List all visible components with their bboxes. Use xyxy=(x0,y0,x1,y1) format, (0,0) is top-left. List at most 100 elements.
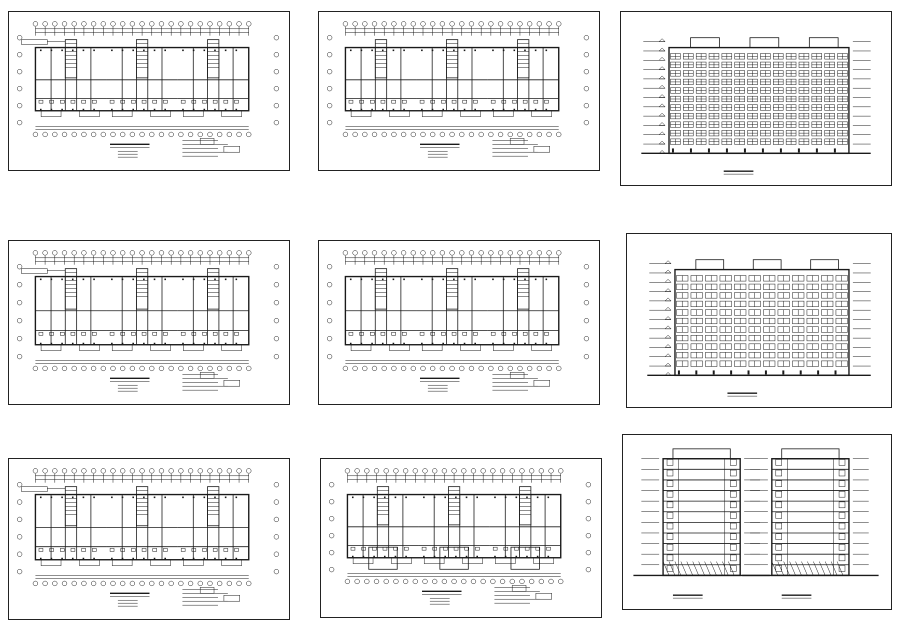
grid-bubble xyxy=(449,131,455,138)
grid-bubble xyxy=(381,365,387,372)
column-mark xyxy=(463,342,466,345)
grid-bubble xyxy=(461,578,467,585)
grid-bubble xyxy=(168,580,174,587)
section-sheet[interactable] xyxy=(622,434,892,610)
grid-bubble xyxy=(430,365,436,372)
grid-bubble xyxy=(16,568,23,575)
grid-bubble xyxy=(71,580,77,587)
column-mark xyxy=(394,496,397,499)
column-mark xyxy=(349,49,352,52)
grid-bubble xyxy=(17,119,23,126)
grid-bubble xyxy=(197,21,203,27)
grid-bubble xyxy=(207,250,213,256)
grid-bubble xyxy=(536,250,542,256)
grid-bubble xyxy=(129,250,136,256)
column-mark xyxy=(476,496,478,499)
grid-bubble xyxy=(583,282,590,288)
floor-plan-sheet-6[interactable] xyxy=(320,458,602,618)
column-mark xyxy=(403,342,405,345)
grid-bubble xyxy=(149,365,155,372)
column-mark xyxy=(224,342,227,345)
elevation-sheet-front[interactable] xyxy=(620,11,892,186)
column-mark xyxy=(39,342,42,345)
entrance-mark xyxy=(747,370,750,375)
grid-bubble xyxy=(373,578,380,585)
grid-bubble xyxy=(509,468,515,474)
column-mark xyxy=(164,496,166,499)
grid-bubble xyxy=(381,250,387,256)
grid-bubble xyxy=(207,468,213,474)
entrance-mark xyxy=(764,370,767,375)
grid-bubble xyxy=(273,534,280,540)
floor-plan-sheet-1[interactable] xyxy=(8,11,290,171)
grid-bubble xyxy=(326,318,333,324)
floor-plan-sheet-4[interactable] xyxy=(318,240,600,405)
column-mark xyxy=(203,496,206,499)
column-mark xyxy=(524,108,526,111)
grid-bubble xyxy=(449,365,455,372)
floor-plan-sheet-3[interactable] xyxy=(8,240,290,405)
column-mark xyxy=(214,496,216,499)
elevation-sheet-rear[interactable] xyxy=(626,233,892,408)
grid-bubble xyxy=(400,21,407,27)
column-mark xyxy=(82,278,85,281)
grid-bubble xyxy=(342,131,349,138)
grid-bubble xyxy=(236,250,242,256)
grid-bubble xyxy=(488,131,494,138)
column-mark xyxy=(453,49,455,52)
grid-bubble xyxy=(81,580,87,587)
grid-bubble xyxy=(71,21,77,27)
column-mark xyxy=(431,278,434,281)
column-mark xyxy=(50,557,53,560)
grid-bubble xyxy=(207,365,213,372)
column-mark xyxy=(547,496,550,499)
grid-bubble xyxy=(226,250,232,256)
grid-bubble xyxy=(327,102,333,109)
column-mark xyxy=(71,108,74,111)
column-mark xyxy=(545,49,548,52)
column-mark xyxy=(121,278,124,281)
column-mark xyxy=(394,555,397,558)
grid-bubble xyxy=(326,353,333,360)
grid-bubble xyxy=(71,365,77,372)
grid-bubble xyxy=(16,499,23,505)
column-mark xyxy=(71,342,74,345)
grid-bubble xyxy=(217,250,223,256)
grid-bubble xyxy=(110,580,116,587)
grid-bubble xyxy=(326,300,333,306)
floor-plan-sheet-2[interactable] xyxy=(318,11,600,171)
floor-plan-sheet-5[interactable] xyxy=(8,458,290,620)
grid-bubble xyxy=(120,365,126,372)
column-mark xyxy=(164,108,166,111)
grid-bubble xyxy=(217,580,223,587)
grid-bubble xyxy=(490,468,496,474)
column-mark xyxy=(153,278,156,281)
grid-bubble xyxy=(42,21,48,27)
elevation-drawing xyxy=(641,37,871,175)
level-mark xyxy=(658,84,666,89)
grid-bubble xyxy=(129,580,136,587)
column-mark xyxy=(547,555,550,558)
grid-bubble xyxy=(81,468,87,474)
grid-bubble xyxy=(420,21,426,27)
grid-bubble xyxy=(558,468,564,474)
grid-bubble xyxy=(439,21,446,27)
column-mark xyxy=(534,108,537,111)
column-mark xyxy=(524,278,526,281)
grid-bubble xyxy=(158,250,165,256)
column-mark xyxy=(421,278,423,281)
column-mark xyxy=(93,496,95,499)
column-mark xyxy=(421,49,423,52)
column-mark xyxy=(381,108,384,111)
grid-bubble xyxy=(410,21,416,27)
column-mark xyxy=(50,496,53,499)
column-mark xyxy=(153,496,156,499)
grid-bubble xyxy=(168,21,174,27)
column-mark xyxy=(214,49,216,52)
grid-bubble xyxy=(168,365,174,372)
grid-bubble xyxy=(81,21,87,27)
column-mark xyxy=(121,108,124,111)
grid-bubble xyxy=(329,482,335,488)
column-mark xyxy=(442,108,444,111)
grid-bubble xyxy=(432,468,438,474)
